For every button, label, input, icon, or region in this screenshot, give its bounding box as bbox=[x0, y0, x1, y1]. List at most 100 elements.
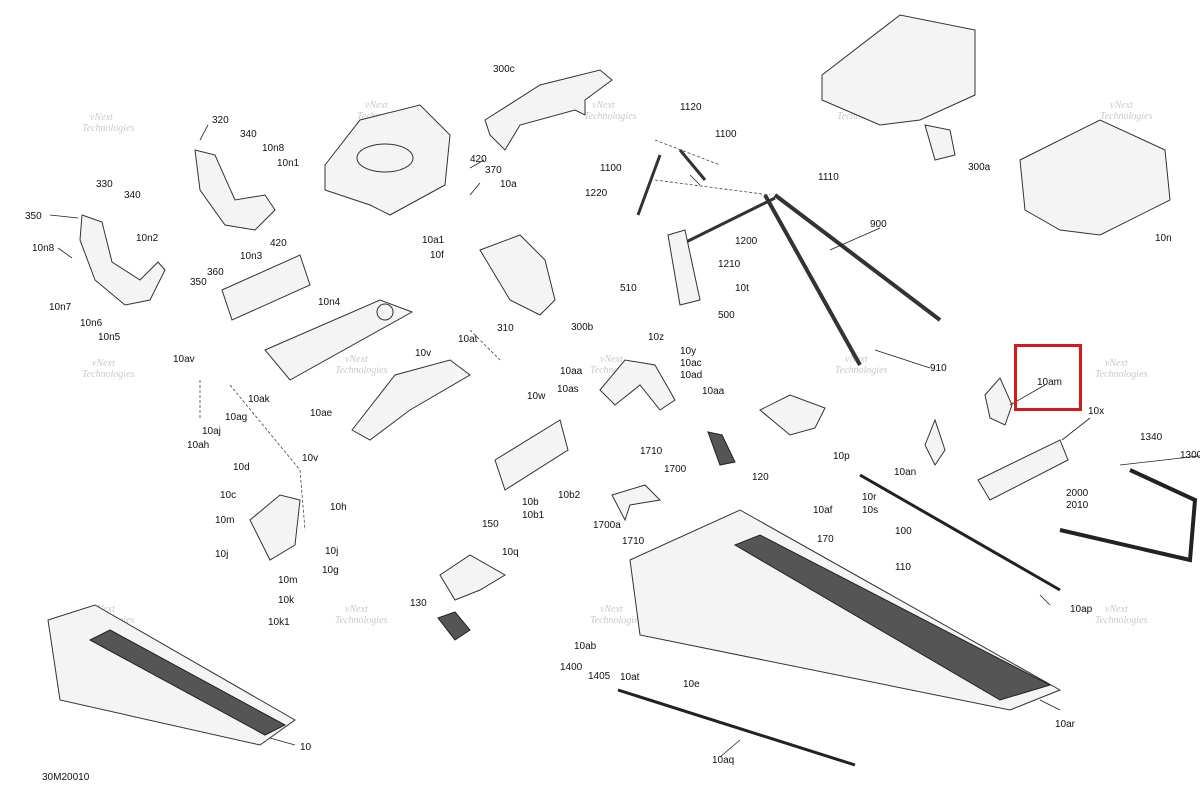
label-310: 310 bbox=[497, 323, 514, 334]
part-10aa bbox=[599, 359, 676, 411]
label-10ab: 10ab bbox=[574, 641, 597, 652]
part-10q bbox=[439, 554, 506, 601]
label-10an: 10an bbox=[894, 467, 916, 478]
part-10n1 bbox=[194, 149, 276, 231]
part-1200-rod bbox=[679, 196, 776, 247]
label-10aa: 10aa bbox=[702, 386, 725, 397]
label-10ac: 10ac bbox=[680, 358, 702, 369]
part-120 bbox=[707, 431, 736, 466]
label-1400: 1400 bbox=[560, 662, 583, 673]
label-1710: 1710 bbox=[640, 446, 663, 457]
label-10a1: 10a1 bbox=[422, 235, 445, 246]
part-300b bbox=[479, 234, 556, 316]
label-10n8: 10n8 bbox=[32, 243, 55, 254]
part-1300 bbox=[1059, 468, 1198, 563]
label-1100: 1100 bbox=[600, 163, 622, 174]
label-100: 100 bbox=[895, 526, 912, 537]
label-1340: 1340 bbox=[1140, 432, 1163, 443]
label-110: 110 bbox=[895, 562, 911, 573]
label-10b1: 10b1 bbox=[522, 510, 545, 521]
label-10ae: 10ae bbox=[310, 408, 333, 419]
label-10z: 10z bbox=[648, 332, 664, 343]
label-1120: 1120 bbox=[680, 102, 702, 113]
part-1700 bbox=[611, 484, 662, 522]
label-1200: 1200 bbox=[735, 236, 758, 247]
label-10q: 10q bbox=[502, 547, 519, 558]
label-10k1: 10k1 bbox=[268, 617, 290, 628]
label-10b2: 10b2 bbox=[558, 490, 581, 501]
label-10aq: 10aq bbox=[712, 755, 734, 766]
label-500: 500 bbox=[718, 310, 735, 321]
label-340: 340 bbox=[124, 190, 141, 201]
highlight-box-10am bbox=[1014, 344, 1082, 411]
label-420: 420 bbox=[270, 238, 287, 249]
label-330: 330 bbox=[96, 179, 113, 190]
label-10n4: 10n4 bbox=[318, 297, 341, 308]
label-1710: 1710 bbox=[622, 536, 645, 547]
label-10w: 10w bbox=[527, 391, 546, 402]
part-10an bbox=[924, 418, 946, 466]
label-170: 170 bbox=[817, 534, 834, 545]
label-1700a: 1700a bbox=[593, 520, 621, 531]
part-10x bbox=[977, 439, 1069, 501]
part-10n4 bbox=[264, 299, 414, 381]
label-10r: 10r bbox=[862, 492, 877, 503]
label-10ag: 10ag bbox=[225, 412, 247, 423]
label-10v: 10v bbox=[302, 453, 318, 464]
label-10a: 10a bbox=[500, 179, 517, 190]
label-510: 510 bbox=[620, 283, 637, 294]
label-10at: 10at bbox=[458, 334, 478, 345]
label-370: 370 bbox=[485, 165, 502, 176]
part-300a-bracket bbox=[924, 124, 956, 161]
label-10af: 10af bbox=[813, 505, 833, 516]
label-150: 150 bbox=[482, 519, 499, 530]
label-1405: 1405 bbox=[588, 671, 611, 682]
assembly-lines bbox=[199, 139, 771, 531]
part-1100-left-rod bbox=[636, 154, 662, 216]
label-10p: 10p bbox=[833, 451, 850, 462]
assembly-line bbox=[654, 139, 721, 166]
label-1210: 1210 bbox=[718, 259, 741, 270]
assembly-line bbox=[229, 384, 306, 531]
label-10j: 10j bbox=[325, 546, 338, 557]
part-300a bbox=[821, 14, 976, 126]
part-10n4-hole bbox=[376, 303, 394, 321]
part-10ap bbox=[859, 473, 1061, 592]
part-10n bbox=[1019, 119, 1171, 236]
label-10ap: 10ap bbox=[1070, 604, 1093, 615]
label-10e: 10e bbox=[683, 679, 700, 690]
label-1300: 1300 bbox=[1180, 450, 1200, 461]
label-10m: 10m bbox=[215, 515, 234, 526]
part-10-rail bbox=[88, 629, 287, 736]
label-10ah: 10ah bbox=[187, 440, 209, 451]
label-10ak: 10ak bbox=[248, 394, 271, 405]
label-10c: 10c bbox=[220, 490, 236, 501]
part-900-right-arm bbox=[773, 193, 942, 322]
label-10at: 10at bbox=[620, 672, 640, 683]
part-1100-right-rod bbox=[678, 149, 707, 181]
label-10b: 10b bbox=[522, 497, 539, 508]
label-10as: 10as bbox=[557, 384, 579, 395]
label-10n: 10n bbox=[1155, 233, 1172, 244]
label-350: 350 bbox=[25, 211, 42, 222]
part-1210-bracket bbox=[667, 229, 701, 306]
label-10g: 10g bbox=[322, 565, 339, 576]
label-2000: 2000 bbox=[1066, 488, 1089, 499]
label-10: 10 bbox=[300, 742, 312, 753]
part-10v bbox=[351, 359, 471, 441]
part-labels: 320 340 10n8 10n1 330 340 350 10n2 10n8 … bbox=[25, 64, 1200, 766]
part-130 bbox=[437, 611, 471, 641]
label-130: 130 bbox=[410, 598, 427, 609]
label-1110: 1110 bbox=[818, 172, 839, 183]
label-10ad: 10ad bbox=[680, 370, 702, 381]
label-10n6: 10n6 bbox=[80, 318, 103, 329]
label-10aj: 10aj bbox=[202, 426, 221, 437]
